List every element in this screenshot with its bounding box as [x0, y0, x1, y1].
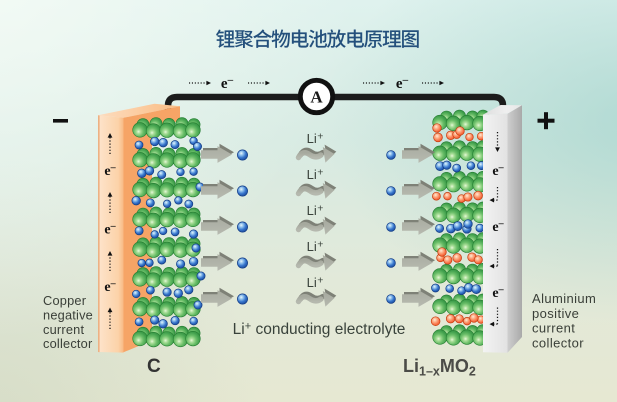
svg-text:current: current — [43, 322, 84, 337]
svg-text:negative: negative — [43, 307, 93, 322]
svg-text:collector: collector — [43, 336, 93, 351]
svg-text:C: C — [147, 356, 161, 377]
svg-text:Li+: Li+ — [307, 239, 324, 255]
svg-text:Li+ conducting electrolyte: Li+ conducting electrolyte — [233, 321, 406, 339]
svg-text:Li1–xMO2: Li1–xMO2 — [403, 356, 476, 379]
svg-text:e–: e– — [221, 74, 234, 92]
svg-text:A: A — [310, 88, 323, 107]
svg-text:e–: e– — [396, 74, 409, 92]
svg-text:current: current — [532, 321, 575, 336]
svg-text:Li+: Li+ — [307, 275, 324, 291]
svg-text:Li+: Li+ — [307, 203, 324, 219]
svg-text:positive: positive — [532, 306, 579, 321]
svg-text:Li+: Li+ — [307, 131, 324, 147]
svg-text:Aluminium: Aluminium — [532, 291, 596, 306]
svg-text:Li+: Li+ — [307, 167, 324, 183]
svg-text:collector: collector — [532, 335, 584, 350]
svg-text:Copper: Copper — [43, 293, 87, 308]
